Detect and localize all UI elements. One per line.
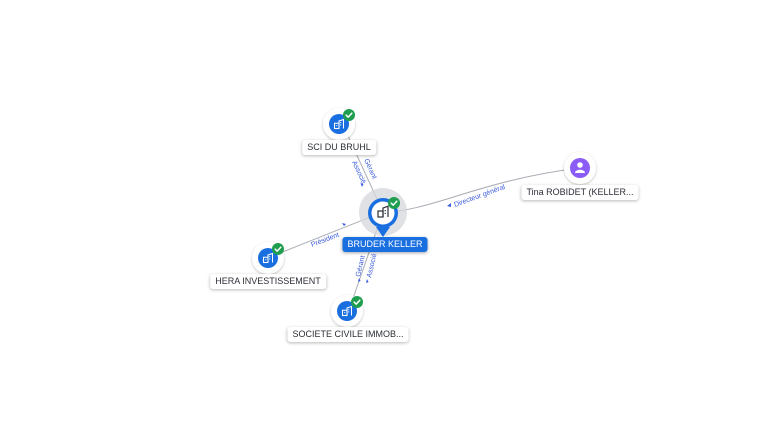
node-bruder-keller[interactable] bbox=[359, 188, 407, 237]
edge-societe-label-1: Gérant bbox=[355, 255, 367, 277]
node-label-sci-du-bruhl[interactable]: SCI DU BRUHL bbox=[302, 140, 376, 155]
verified-check-icon bbox=[351, 296, 363, 308]
pin-tip bbox=[376, 227, 390, 237]
person-icon bbox=[575, 162, 585, 173]
verified-check-icon bbox=[388, 197, 400, 209]
node-tina-robidet[interactable] bbox=[564, 152, 596, 184]
node-societe-civile[interactable] bbox=[331, 295, 363, 327]
verified-check-icon bbox=[272, 243, 284, 255]
building-icon bbox=[377, 205, 389, 218]
node-sci-du-bruhl[interactable] bbox=[323, 108, 355, 140]
node-hera-investissement[interactable] bbox=[252, 242, 284, 274]
node-label-bruder-keller[interactable]: BRUDER KELLER bbox=[342, 237, 428, 252]
node-label-societe-civile[interactable]: SOCIETE CIVILE IMMOB... bbox=[287, 327, 409, 342]
node-label-tina-robidet[interactable]: Tina ROBIDET (KELLER... bbox=[521, 185, 639, 200]
verified-check-icon bbox=[343, 109, 355, 121]
node-label-hera-investissement[interactable]: HERA INVESTISSEMENT bbox=[210, 274, 326, 289]
edge-tina-label-1: Directeur général bbox=[453, 184, 506, 209]
edge-hera-label-1: Président bbox=[310, 232, 340, 249]
